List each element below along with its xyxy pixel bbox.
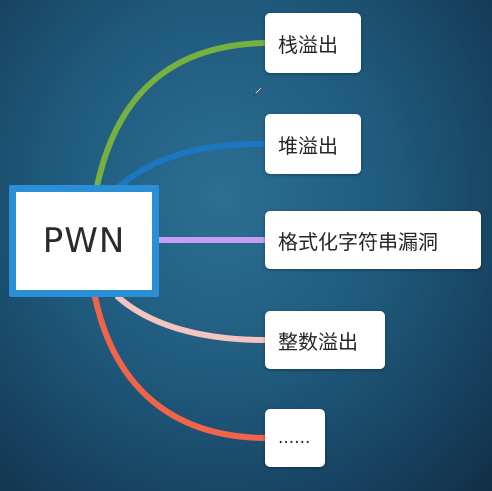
root-node-label: PWN — [16, 192, 152, 290]
branch-node-format-string[interactable]: 格式化字符串漏洞 — [265, 211, 481, 269]
connector-branch-1 — [94, 40, 268, 189]
branch-node-more[interactable]: ...... — [265, 409, 325, 467]
connector-branch-4 — [115, 294, 268, 343]
branch-node-stack-overflow[interactable]: 栈溢出 — [265, 13, 361, 73]
root-node[interactable]: PWN — [9, 185, 159, 297]
connector-branch-5 — [92, 294, 268, 441]
branch-node-heap-overflow[interactable]: 堆溢出 — [265, 114, 361, 174]
branch-node-integer-overflow[interactable]: 整数溢出 — [265, 311, 385, 369]
pen-cursor-icon — [253, 86, 263, 96]
connector-branch-2 — [117, 140, 268, 189]
